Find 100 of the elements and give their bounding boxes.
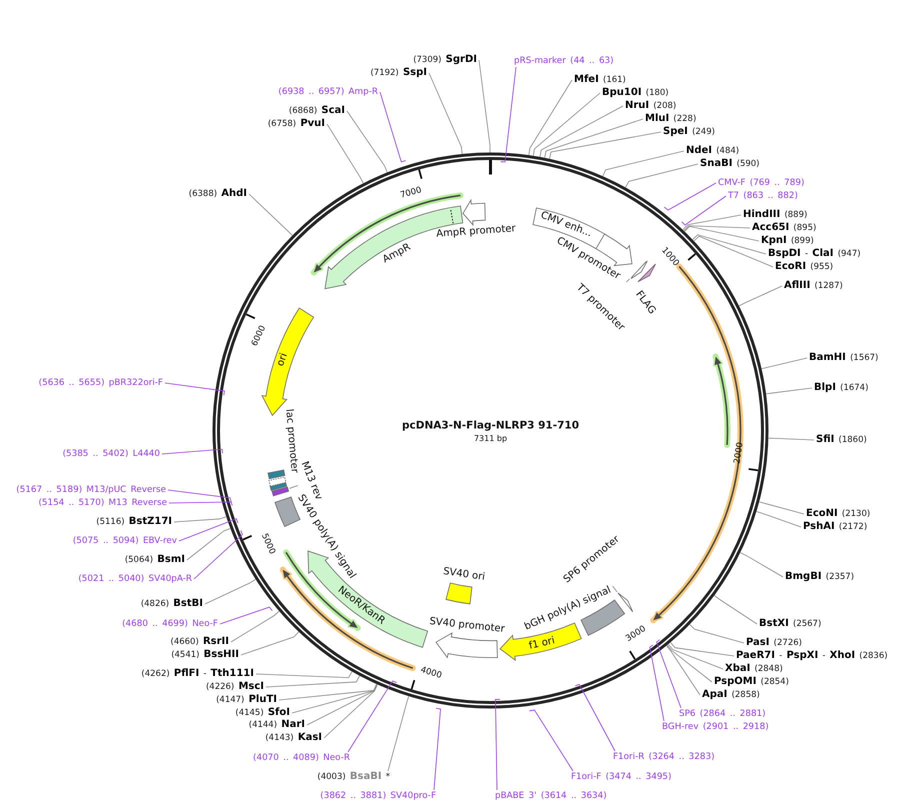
- leader-line: [682, 214, 742, 230]
- leader-line: [186, 528, 231, 560]
- restriction-site-label: (4003) BsaBI*: [317, 771, 390, 783]
- leader-line: [306, 684, 378, 726]
- restriction-site-label: (5064) BsmI: [124, 554, 185, 566]
- leader-line: [324, 684, 378, 738]
- map-title: pcDNA3-N-Flag-NLRP3 91-710: [402, 420, 580, 432]
- restriction-site-label: (4145) SfoI: [235, 707, 290, 719]
- restriction-site-label: (4826) BstBI: [140, 598, 203, 610]
- primer-label: (4680 .. 4699) Neo-F: [122, 618, 218, 630]
- leader-line: [230, 610, 280, 642]
- restriction-site-label: PaeR7I - PspXI - XhoI (2836): [736, 650, 888, 662]
- leader-line: [278, 684, 377, 700]
- leader-line: [714, 595, 758, 624]
- leader-line: [602, 150, 684, 177]
- restriction-site-label: (4262) PflFI - Tth111I: [141, 668, 254, 680]
- leader-line: [694, 236, 774, 268]
- restriction-site-label: BamHI (1567): [809, 352, 878, 364]
- leader-line: [768, 438, 814, 440]
- restriction-site-label: KpnI (899): [761, 235, 814, 247]
- leader-line: [649, 644, 664, 722]
- leader-line: [740, 552, 784, 578]
- restriction-site-label: Bpu10I (180): [602, 87, 669, 99]
- primer-label: pBABE 3' (3614 .. 3634): [495, 790, 607, 802]
- restriction-site-label: (7192) SspI: [370, 67, 427, 79]
- primer-label: pRS-marker (44 .. 63): [514, 55, 614, 67]
- leader-line: [683, 225, 750, 232]
- restriction-site-label: ApaI (2858): [702, 689, 760, 701]
- leader-line: [168, 490, 232, 504]
- leader-line: [692, 234, 766, 254]
- restriction-site-label: (6868) ScaI: [288, 105, 345, 117]
- leader-line: [666, 644, 712, 682]
- restriction-site-label: (6758) PvuI: [268, 118, 325, 130]
- leader-line: [380, 92, 406, 162]
- leader-line: [220, 606, 273, 624]
- primer-label: (3862 .. 3881) SV40pro-F: [320, 790, 436, 802]
- restriction-site-label: PasI (2726): [746, 637, 802, 649]
- primer-label: (5075 .. 5094) EBV-rev: [72, 535, 177, 547]
- leader-line: [346, 110, 388, 173]
- leader-line: [204, 578, 256, 604]
- leader-line: [528, 80, 572, 156]
- restriction-site-label: XbaI (2848): [725, 663, 783, 675]
- leader-line: [681, 196, 726, 226]
- plasmid-length: 7311 bp: [474, 434, 508, 444]
- leader-line: [500, 66, 516, 162]
- restriction-site-label: (4541) BssHII: [171, 649, 239, 661]
- primer-label: (4070 .. 4089) Neo-R: [253, 752, 350, 764]
- leader-line: [256, 671, 352, 678]
- restriction-site-label: (4226) MscI: [206, 681, 264, 693]
- primer-label: (5636 .. 5655) pBR322ori-F: [38, 377, 163, 389]
- feature-box: [268, 476, 287, 487]
- leader-line: [326, 124, 364, 184]
- restriction-site-label: SfiI (1860): [816, 434, 867, 446]
- leader-line: [266, 675, 360, 688]
- restriction-site-label: (6388) AhdI: [188, 188, 247, 200]
- restriction-site-label: BlpI (1674): [814, 382, 868, 394]
- leader-line: [756, 511, 802, 528]
- restriction-site-label: HindIII (889): [743, 209, 808, 221]
- restriction-site-label: (4660) RsrII: [170, 636, 229, 648]
- restriction-site-label: (7309) SgrDI: [413, 54, 477, 66]
- primer-label: CMV-F (769 .. 789): [718, 177, 804, 189]
- leader-line: [529, 710, 574, 772]
- leader-line: [549, 132, 662, 160]
- position-tick-label: 7000: [399, 186, 423, 202]
- restriction-site-label: BspDI - ClaI (947): [768, 248, 861, 260]
- position-tick-label: 5000: [258, 532, 277, 556]
- restriction-site-label: MfeI (161): [574, 74, 626, 86]
- restriction-site-label: SpeI (249): [663, 126, 715, 138]
- position-tick-label: 4000: [419, 665, 443, 682]
- leader-line: [664, 182, 716, 210]
- restriction-site-label: MluI (228): [645, 113, 696, 125]
- leader-line: [761, 358, 808, 370]
- leader-line: [532, 92, 600, 156]
- restriction-site-label: BstXI (2567): [759, 618, 822, 630]
- leader-line: [670, 642, 734, 656]
- restriction-site-label: EcoNI (2130): [806, 508, 870, 520]
- leader-line: [495, 698, 500, 790]
- leader-line: [240, 631, 300, 656]
- leader-line: [684, 226, 760, 242]
- leader-line: [544, 118, 644, 158]
- leader-line: [248, 194, 293, 236]
- primer-label: T7 (863 .. 882): [728, 190, 798, 202]
- leader-line: [162, 448, 223, 454]
- restriction-site-label: (4143) KasI: [265, 732, 322, 744]
- feature-box: [270, 486, 290, 498]
- leader-line: [428, 72, 463, 154]
- leader-line: [168, 502, 233, 506]
- primer-label: BGH-rev (2901 .. 2918): [662, 721, 769, 733]
- restriction-site-label: AflIII (1287): [784, 280, 843, 292]
- leader-line: [540, 106, 624, 158]
- primer-label: F1ori-F (3474 .. 3495): [571, 771, 672, 783]
- leader-line: [758, 502, 804, 514]
- restriction-site-label: PspOMI (2854): [714, 676, 789, 688]
- leader-line: [666, 645, 700, 696]
- restriction-site-label: NdeI (484): [686, 145, 740, 157]
- primer-label: F1ori-R (3264 .. 3283): [613, 751, 715, 763]
- restriction-site-label: SnaBI (590): [700, 158, 760, 170]
- leader-line: [668, 644, 724, 670]
- restriction-site-label: (4144) NarI: [248, 719, 305, 731]
- restriction-site-label: EcoRI (955): [775, 261, 834, 273]
